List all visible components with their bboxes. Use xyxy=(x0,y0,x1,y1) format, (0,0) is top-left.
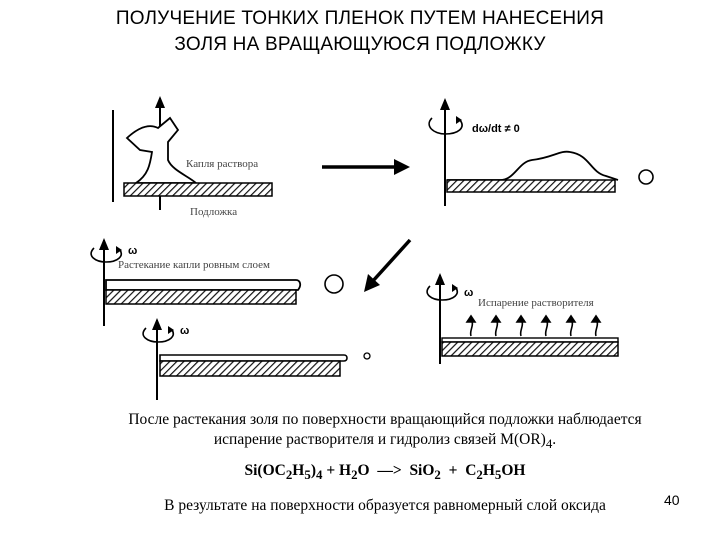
slide-title: ПОЛУЧЕНИЕ ТОНКИХ ПЛЕНОК ПУТЕМ НАНЕСЕНИЯ … xyxy=(0,6,720,58)
substrate-3 xyxy=(105,289,297,305)
panel-acceleration: dω/dt ≠ 0 xyxy=(428,98,654,206)
solution-drop xyxy=(125,116,199,184)
page-number: 40 xyxy=(664,492,680,508)
label-dwdt: dω/dt ≠ 0 xyxy=(472,123,520,135)
label-substrate: Подложка xyxy=(190,206,237,218)
panel-drop: Капля раствора Подложка xyxy=(112,96,273,218)
label-drop: Капля раствора xyxy=(186,158,258,170)
liquid-layer-3 xyxy=(105,279,302,291)
title-line-2: ЗОЛЯ НА ВРАЩАЮЩУЮСЯ ПОДЛОЖКУ xyxy=(174,34,546,55)
vapor-arrows xyxy=(465,314,602,337)
liquid-bulge xyxy=(447,150,619,181)
title-line-1: ПОЛУЧЕНИЕ ТОНКИХ ПЛЕНОК ПУТЕМ НАНЕСЕНИЯ xyxy=(115,8,605,29)
ejected-droplet-2 xyxy=(324,274,344,294)
panel-evaporation: ω Испарение растворителя xyxy=(426,273,619,364)
result-text: В результате на поверхности образуется р… xyxy=(164,497,606,514)
panel-thin-film: ω xyxy=(142,318,371,400)
ejected-droplet-3 xyxy=(363,352,371,360)
panel-spreading: ω Растекание капли ровным слоем xyxy=(90,238,344,326)
axis-arrow-1 xyxy=(155,96,165,108)
substrate-5 xyxy=(441,341,619,357)
rotation-icon-2 xyxy=(428,117,463,135)
omega-5: ω xyxy=(464,287,473,299)
label-evaporation: Испарение растворителя xyxy=(478,297,594,309)
substrate-1 xyxy=(123,182,273,197)
omega-3: ω xyxy=(128,245,137,257)
description-line-2: испарение растворителя и гидролиз связей… xyxy=(213,431,557,452)
label-spreading: Растекание капли ровным слоем xyxy=(118,259,270,271)
arrow-diagonal xyxy=(370,238,412,284)
substrate-2 xyxy=(446,179,616,193)
substrate-4 xyxy=(159,360,341,377)
liquid-layer-4 xyxy=(159,354,348,362)
omega-4: ω xyxy=(180,325,189,337)
description: После растекания золя по поверхности вра… xyxy=(80,410,690,454)
description-line-1: После растекания золя по поверхности вра… xyxy=(128,411,642,428)
chemical-reaction: Si(OC2H5)4 + H2O —> SiO2 + C2H5OH xyxy=(244,462,526,483)
ejected-droplet-1 xyxy=(638,169,654,185)
